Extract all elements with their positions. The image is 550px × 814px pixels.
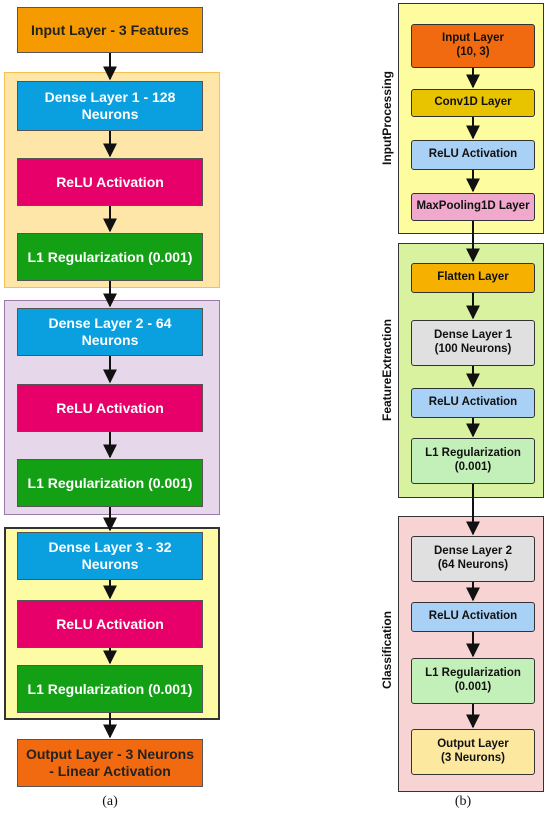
b-output-layer-node: Output Layer (3 Neurons) <box>411 729 535 775</box>
l1-regularization-node-3: L1 Regularization (0.001) <box>17 665 203 713</box>
l1-regularization-node-1: L1 Regularization (0.001) <box>17 233 203 281</box>
dense-layer-3-node: Dense Layer 3 - 32 Neurons <box>17 532 203 580</box>
b-l1-regularization-node-2: L1 Regularization (0.001) <box>411 658 535 704</box>
b-dense-layer-1-node: Dense Layer 1 (100 Neurons) <box>411 320 535 366</box>
label-input-processing: InputProcessing <box>380 70 394 166</box>
b-dense-layer-2-node: Dense Layer 2 (64 Neurons) <box>411 536 535 582</box>
b-relu-node-3: ReLU Activation <box>411 602 535 632</box>
output-layer-node: Output Layer - 3 Neurons - Linear Activa… <box>17 739 203 787</box>
b-conv1d-node: Conv1D Layer <box>411 89 535 117</box>
b-relu-node-1: ReLU Activation <box>411 140 535 170</box>
b-l1-regularization-node-1: L1 Regularization (0.001) <box>411 438 535 484</box>
dense-layer-2-node: Dense Layer 2 - 64 Neurons <box>17 308 203 356</box>
label-classification: Classification <box>380 610 394 690</box>
label-feature-extraction: FeatureExtraction <box>380 318 394 422</box>
input-layer-node: Input Layer - 3 Features <box>17 7 203 53</box>
b-maxpooling-node: MaxPooling1D Layer <box>411 193 535 221</box>
b-input-layer-node: Input Layer (10, 3) <box>411 24 535 68</box>
relu-activation-node-2: ReLU Activation <box>17 384 203 432</box>
l1-regularization-node-2: L1 Regularization (0.001) <box>17 459 203 507</box>
caption-a: (a) <box>102 794 118 809</box>
b-flatten-node: Flatten Layer <box>411 263 535 293</box>
dense-layer-1-node: Dense Layer 1 - 128 Neurons <box>17 81 203 131</box>
b-relu-node-2: ReLU Activation <box>411 388 535 418</box>
relu-activation-node-3: ReLU Activation <box>17 600 203 648</box>
relu-activation-node-1: ReLU Activation <box>17 158 203 206</box>
caption-b: (b) <box>454 794 472 809</box>
